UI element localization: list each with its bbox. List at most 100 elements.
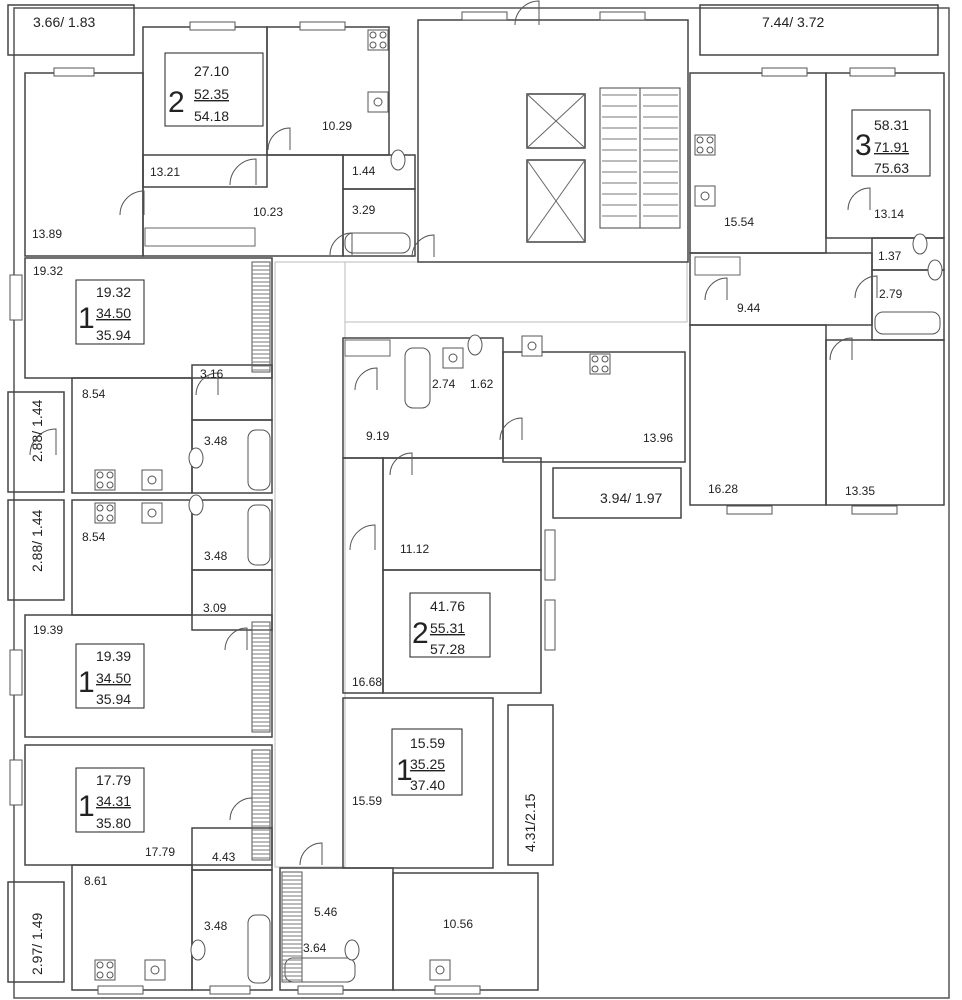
radiator-icon — [144, 227, 256, 247]
window-icon — [761, 67, 808, 77]
room-area: 3.16 — [200, 367, 224, 381]
total-area: 34.50 — [96, 305, 131, 321]
total-area: 71.91 — [874, 139, 909, 155]
room-area: 15.59 — [352, 794, 382, 808]
window-icon — [434, 985, 481, 995]
window-icon — [544, 529, 556, 581]
toilet-icon — [390, 149, 406, 171]
total-area-with-balcony: 35.80 — [96, 815, 131, 831]
sink-icon — [144, 959, 166, 981]
bathtub-icon — [404, 347, 431, 409]
door-swing-icon — [499, 417, 523, 441]
sink-icon — [429, 959, 451, 981]
sink-icon — [521, 335, 543, 357]
room-area: 4.43 — [212, 850, 236, 864]
radiator-icon — [281, 871, 303, 983]
stove-icon — [589, 353, 611, 375]
room-area: 8.54 — [82, 387, 106, 401]
radiator-icon — [251, 261, 271, 373]
living-area: 58.31 — [874, 117, 909, 133]
window-icon — [189, 21, 236, 31]
room-count: 2 — [168, 86, 185, 119]
balcony-label: 3.66/ 1.83 — [33, 14, 95, 30]
window-icon — [461, 11, 508, 21]
toilet-icon — [912, 233, 928, 255]
living-area: 15.59 — [410, 735, 445, 751]
room-area: 13.96 — [643, 431, 673, 445]
living-area: 19.32 — [96, 284, 131, 300]
room-area: 16.68 — [352, 675, 382, 689]
window-icon — [9, 649, 23, 696]
room-area: 8.61 — [84, 874, 108, 888]
window-icon — [53, 67, 95, 77]
stove-icon — [367, 29, 389, 51]
window-icon — [297, 985, 344, 995]
total-area: 34.31 — [96, 793, 131, 809]
room-area: 2.79 — [879, 287, 903, 301]
door-swing-icon — [349, 524, 376, 551]
total-area-with-balcony: 35.94 — [96, 327, 131, 343]
room-area: 17.79 — [145, 845, 175, 859]
door-swing-icon — [329, 232, 353, 256]
building-outline — [13, 7, 950, 999]
room-area: 13.89 — [32, 227, 62, 241]
door-swing-icon — [514, 0, 540, 26]
door-swing-icon — [119, 190, 145, 216]
sink-icon — [694, 185, 716, 207]
room-area: 1.37 — [878, 249, 902, 263]
apartment-2room-top-left[interactable] — [24, 26, 416, 257]
door-swing-icon — [299, 842, 323, 866]
door-swing-icon — [229, 158, 257, 186]
sink-icon — [442, 347, 464, 369]
fixtures — [9, 0, 943, 995]
room-area: 3.48 — [204, 434, 228, 448]
window-icon — [544, 599, 556, 651]
room-count: 2 — [412, 617, 429, 650]
room-area: 3.09 — [203, 601, 227, 615]
balcony-label: 2.97/ 1.49 — [29, 913, 45, 975]
radiator-icon — [251, 749, 271, 861]
sink-icon — [367, 91, 389, 113]
room-count: 3 — [855, 129, 872, 162]
balcony-label: 2.88/ 1.44 — [29, 510, 45, 572]
room-area: 9.44 — [737, 301, 761, 315]
stairs-icon — [599, 87, 681, 229]
room-area: 3.29 — [352, 203, 376, 217]
room-area: 11.12 — [400, 542, 429, 556]
balcony-label: 7.44/ 3.72 — [762, 14, 824, 30]
total-area-with-balcony: 57.28 — [430, 641, 465, 657]
balcony-label: 2.88/ 1.44 — [29, 400, 45, 462]
total-area: 35.25 — [410, 756, 445, 772]
room-area: 16.28 — [708, 482, 738, 496]
window-icon — [97, 985, 144, 995]
stove-icon — [694, 134, 716, 156]
room-area: 13.35 — [845, 484, 875, 498]
bathtub-icon — [284, 957, 356, 983]
apartment-1room-b[interactable] — [24, 499, 273, 738]
window-icon — [9, 759, 23, 806]
room-area: 3.48 — [204, 549, 228, 563]
toilet-icon — [344, 939, 360, 961]
window-icon — [849, 67, 896, 77]
room-area: 10.29 — [322, 119, 352, 133]
total-area: 34.50 — [96, 670, 131, 686]
apartment-2room-center[interactable] — [342, 337, 686, 694]
room-area: 8.54 — [82, 530, 106, 544]
door-swing-icon — [704, 277, 728, 301]
room-area: 13.14 — [874, 207, 904, 221]
stove-icon — [94, 502, 116, 524]
toilet-icon — [467, 334, 483, 356]
toilet-icon — [927, 259, 943, 281]
window-icon — [299, 21, 346, 31]
apartment-1room-a[interactable] — [24, 257, 273, 494]
room-area: 2.74 — [432, 377, 456, 391]
radiator-icon — [344, 339, 391, 357]
window-icon — [726, 505, 773, 515]
door-swing-icon — [354, 367, 378, 391]
balcony-label: 4.31/2.15 — [522, 793, 538, 852]
door-swing-icon — [829, 337, 853, 361]
room-count: 1 — [78, 666, 95, 699]
toilet-icon — [190, 939, 206, 961]
living-area: 41.76 — [430, 598, 465, 614]
door-swing-icon — [389, 452, 413, 476]
